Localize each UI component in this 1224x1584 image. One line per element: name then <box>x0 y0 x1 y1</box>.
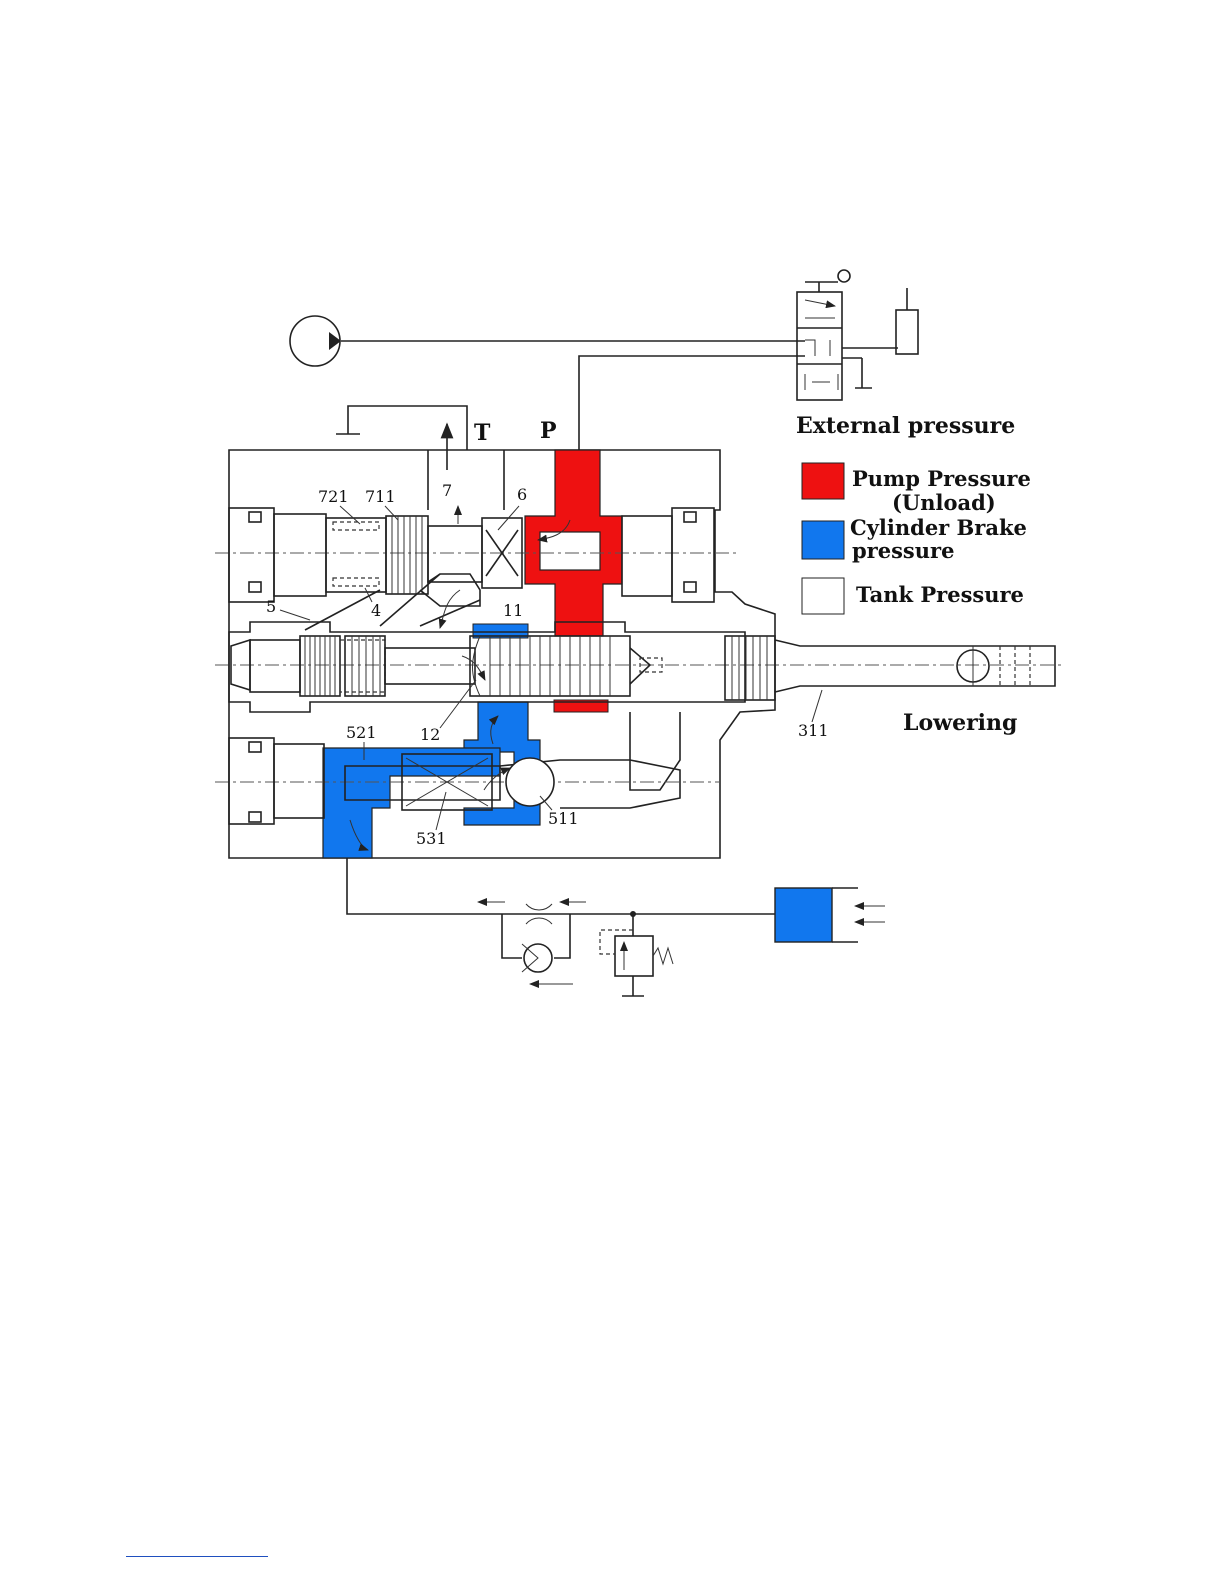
upper-spring <box>386 516 428 594</box>
pump-pilot-line <box>579 356 805 450</box>
legend-label-tank: Tank Pressure <box>856 582 1024 607</box>
part-711: 711 <box>365 487 396 506</box>
legend-item-cylinder: Cylinder Brake pressure <box>802 515 1027 563</box>
ball-check-511 <box>506 758 554 806</box>
part-6: 6 <box>517 485 527 504</box>
orifice-check-valve <box>502 904 573 984</box>
part-531: 531 <box>416 829 447 848</box>
brake-line-circuit <box>347 858 885 996</box>
legend: Pump Pressure (Unload) Cylinder Brake pr… <box>802 463 1031 614</box>
part-11: 11 <box>503 601 523 620</box>
port-t-label: T <box>474 420 491 446</box>
center-spool-spring <box>345 636 385 696</box>
tank-return-line <box>336 406 467 470</box>
left-spool-spring <box>300 636 340 696</box>
relief-valve <box>600 911 673 996</box>
part-5: 5 <box>266 597 276 616</box>
external-pressure-valve <box>797 270 898 400</box>
legend-item-pump: Pump Pressure (Unload) <box>802 463 1031 515</box>
main-spool <box>215 622 1065 712</box>
legend-label-pump: Pump Pressure <box>852 466 1031 491</box>
part-521: 521 <box>346 723 377 742</box>
legend-sublabel-cylinder: pressure <box>852 538 954 563</box>
external-pressure-label: External pressure <box>796 413 1015 439</box>
footnote-rule <box>126 1556 268 1557</box>
brake-cylinder <box>775 888 885 942</box>
accumulator-symbol <box>896 288 918 354</box>
lower-return-passage <box>630 712 680 790</box>
part-511: 511 <box>548 809 579 828</box>
spool-land <box>470 636 630 696</box>
port-p-label: P <box>540 418 557 444</box>
legend-sublabel-pump: (Unload) <box>892 490 996 515</box>
part-7: 7 <box>442 481 452 500</box>
legend-item-tank: Tank Pressure <box>802 578 1024 614</box>
lower-bore <box>215 716 720 850</box>
part-721: 721 <box>318 487 349 506</box>
part-4: 4 <box>371 601 381 620</box>
legend-swatch-pump <box>802 463 844 499</box>
upper-bore <box>215 506 740 602</box>
part-311: 311 <box>798 721 829 740</box>
tank-passage <box>420 574 480 606</box>
part-12: 12 <box>420 725 440 744</box>
right-spool-spring <box>725 636 775 700</box>
legend-swatch-tank <box>802 578 844 614</box>
pump-symbol <box>290 316 341 366</box>
legend-swatch-cylinder <box>802 521 844 559</box>
legend-label-cylinder: Cylinder Brake <box>850 515 1027 540</box>
lowering-label: Lowering <box>903 710 1017 736</box>
